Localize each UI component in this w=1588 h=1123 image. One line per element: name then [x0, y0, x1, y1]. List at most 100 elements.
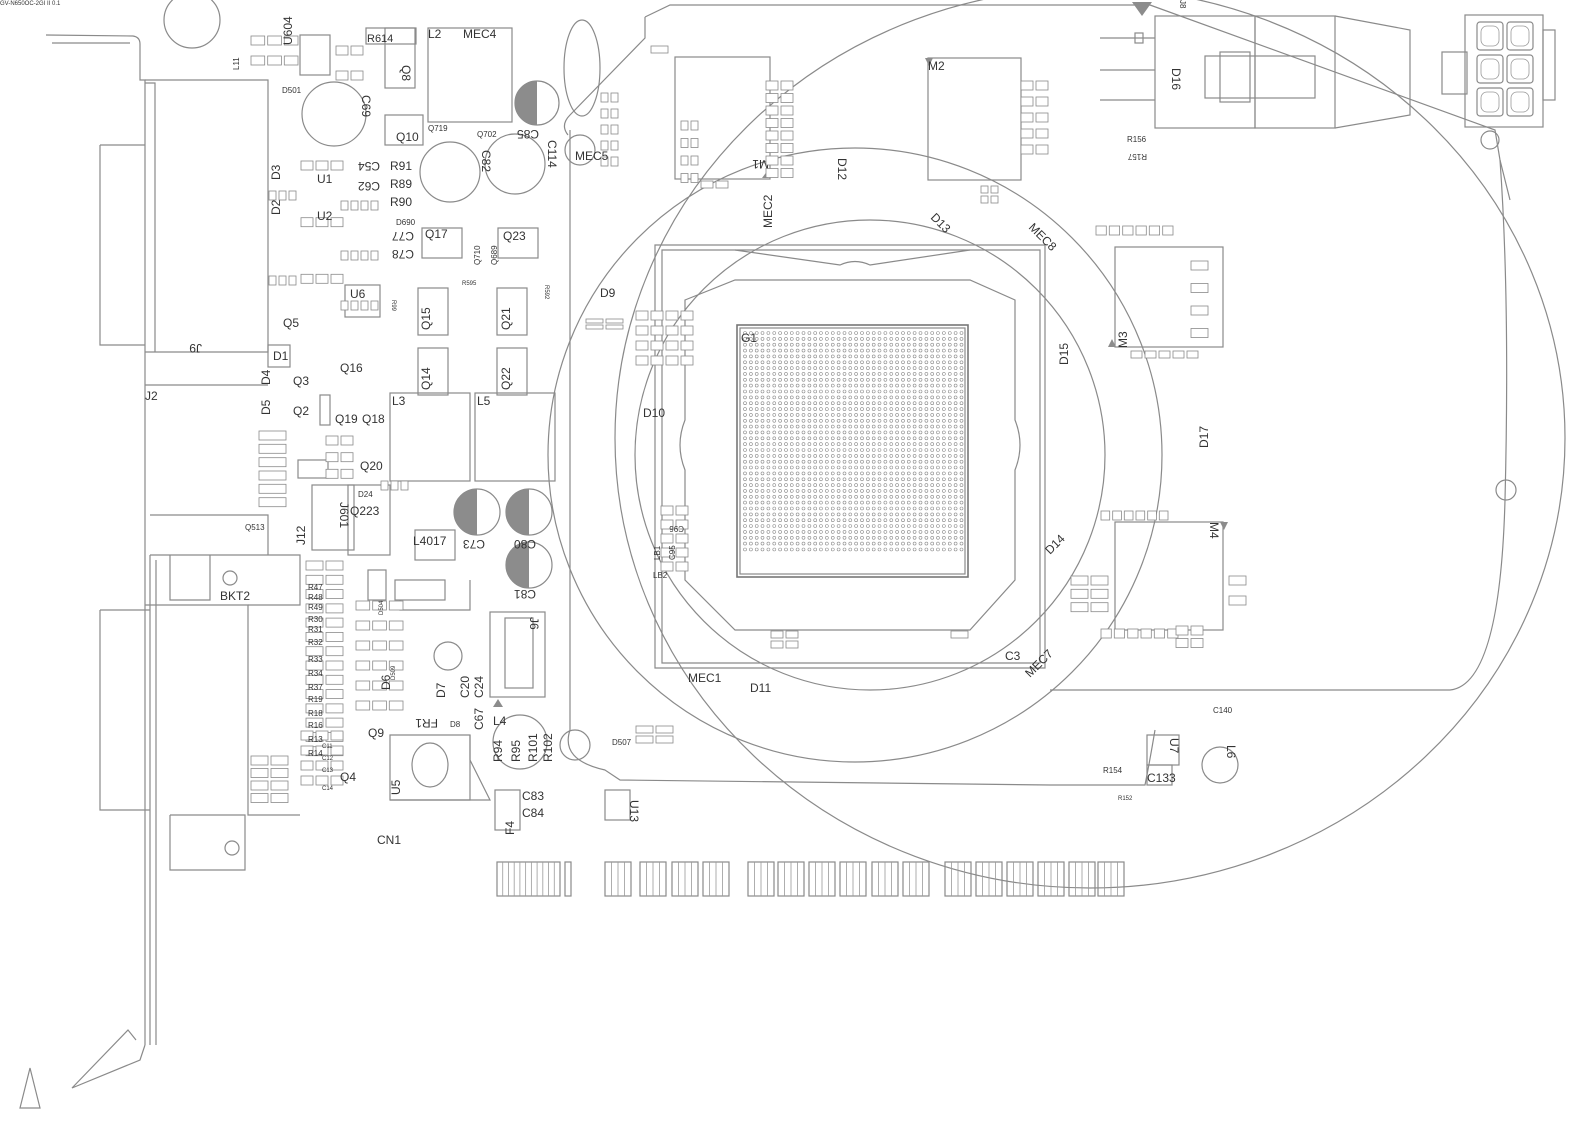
resistor-label: R32 [308, 638, 323, 647]
header-code: GV-N650OC-2GI II 0.1 [0, 1, 61, 7]
label-d7: D7 [434, 682, 448, 698]
label-r152: R152 [1118, 796, 1133, 802]
label-c78: C78 [392, 247, 414, 261]
label-u5: U5 [389, 779, 403, 795]
label-j601: J601 [337, 502, 351, 528]
label-r95: R95 [509, 740, 523, 762]
label-r90: R90 [390, 195, 412, 209]
label-d11: D11 [750, 681, 771, 695]
memory-chip-m2 [927, 57, 1022, 181]
label-q14: Q14 [419, 367, 433, 390]
label-d9: D9 [600, 286, 616, 300]
label-l4: L4 [493, 714, 507, 728]
resistor-label: R16 [308, 721, 323, 730]
label-r91: R91 [390, 159, 412, 173]
label-r614: R614 [367, 33, 393, 45]
label-q9: Q9 [368, 726, 384, 740]
label-c77: C77 [392, 229, 414, 243]
label-q2: Q2 [293, 404, 309, 418]
label-l6: L6 [1224, 745, 1238, 759]
label-c67: C67 [472, 708, 486, 730]
label-r156: R156 [1127, 135, 1147, 144]
label-lb1: LB1 [653, 545, 662, 560]
resistor-label: R19 [308, 695, 323, 704]
label-c80: C80 [514, 537, 536, 551]
label-c54: C54 [358, 159, 380, 173]
label-r102: R102 [541, 733, 555, 762]
label-j12: J12 [294, 525, 308, 545]
label-q15: Q15 [419, 307, 433, 330]
label-q719: Q719 [428, 124, 448, 133]
label-cn1: CN1 [377, 833, 401, 847]
label-c82: C82 [479, 150, 493, 172]
label-mec5: MEC5 [575, 149, 609, 163]
label-u2: U2 [317, 209, 333, 223]
label-c85: C85 [517, 127, 539, 141]
label-c81: C81 [514, 587, 536, 601]
power-connector: D16 J8 [1100, 0, 1556, 129]
label-d12: D12 [835, 158, 849, 180]
label-q23: Q23 [503, 229, 526, 243]
label-l11: L11 [232, 57, 241, 70]
label-d504: D504 [379, 600, 385, 615]
label-d6: D6 [379, 674, 393, 690]
passive-components [250, 35, 1247, 803]
label-j9: J9 [189, 341, 202, 355]
capacitor-label: C13 [322, 768, 334, 774]
resistor-column-labels: R47R48R49R30R31R32R33R34R37R19R18R16R13R… [308, 583, 334, 792]
label-d690: D690 [396, 218, 416, 227]
label-fr1: FR1 [415, 716, 438, 730]
label-d1: D1 [273, 349, 289, 363]
label-mec2: MEC2 [761, 194, 775, 228]
label-f4: F4 [503, 821, 517, 835]
gpu-package: G1 [654, 244, 1046, 669]
label-mec1: MEC1 [688, 671, 722, 685]
gpu-ball-grid [743, 331, 964, 552]
label-r157: R157 [1127, 152, 1147, 161]
label-q19: Q19 [335, 412, 358, 426]
label-d2: D2 [269, 199, 283, 215]
resistor-label: R37 [308, 683, 323, 692]
label-d16: D16 [1169, 68, 1183, 90]
label-j6: J6 [527, 617, 541, 630]
label-j8: J8 [1178, 0, 1187, 9]
label-c20: C20 [458, 676, 472, 698]
label-c84: C84 [522, 806, 544, 820]
memory-chip-m3 [1114, 246, 1224, 348]
label-q4: Q4 [340, 770, 356, 784]
resistor-label: R18 [308, 709, 323, 718]
resistor-label: R31 [308, 625, 323, 634]
label-u6: U6 [350, 287, 366, 301]
memory-chip-m1 [674, 56, 771, 180]
label-c114: C114 [545, 140, 559, 168]
resistor-label: R13 [308, 735, 323, 744]
capacitor-label: C11 [322, 744, 333, 750]
label-c133: C133 [1147, 771, 1176, 785]
resistor-label: R34 [308, 669, 323, 678]
label-q5: Q5 [283, 316, 299, 330]
fan-ring-mid [634, 219, 1106, 691]
label-q16: Q16 [340, 361, 363, 375]
capacitor-label: C12 [322, 756, 334, 762]
label-g1: G1 [741, 331, 757, 345]
label-j2: J2 [145, 389, 158, 403]
label-l4017: L4017 [413, 534, 447, 548]
label-d17: D17 [1197, 426, 1211, 448]
label-d4: D4 [259, 369, 273, 385]
label-d10: D10 [643, 406, 665, 420]
label-q702: Q702 [477, 130, 497, 139]
label-c69: C69 [359, 95, 373, 117]
label-d501: D501 [282, 86, 302, 95]
label-m4: M4 [1207, 522, 1221, 539]
label-d24: D24 [358, 490, 373, 499]
memory-chip-m4 [1114, 521, 1224, 631]
label-d15: D15 [1057, 343, 1071, 365]
label-q18: Q18 [362, 412, 385, 426]
label-q8: Q8 [399, 65, 413, 81]
vrm-area [267, 27, 1239, 831]
label-r592: R592 [543, 285, 549, 300]
label-d8: D8 [450, 720, 461, 729]
labels: MEC4 L2 R614 MEC5 MEC2 MEC8 MEC1 MEC7 D1… [145, 16, 1238, 847]
label-d5: D5 [259, 399, 273, 415]
label-d507: D507 [612, 738, 632, 747]
